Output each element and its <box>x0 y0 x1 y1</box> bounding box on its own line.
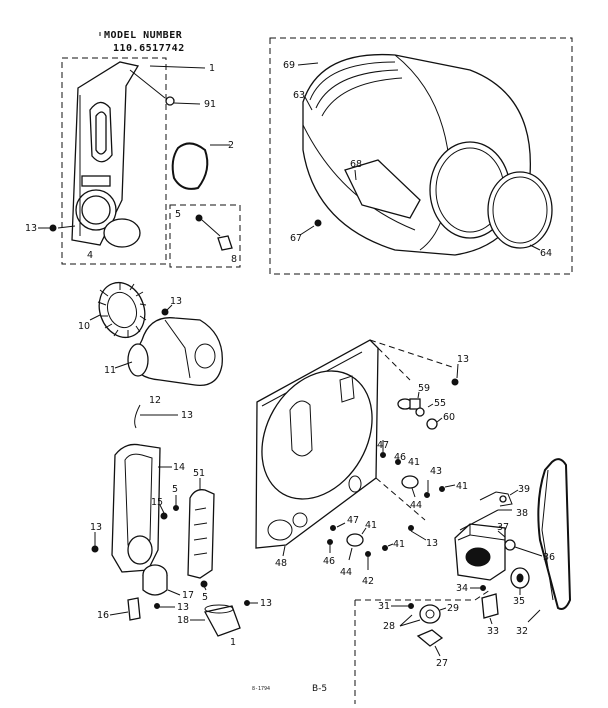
rear-panel <box>71 61 140 246</box>
thermostat-60 <box>426 418 438 430</box>
callout-label: 8 <box>231 254 237 265</box>
front-seal-64 <box>487 171 553 249</box>
callout-label: 16 <box>97 610 109 621</box>
baffle-68 <box>344 159 421 219</box>
callout-label: 47 <box>377 440 389 451</box>
rear-panel-group-box <box>61 57 167 265</box>
callout-label: 46 <box>394 452 406 463</box>
callout-label: 5 <box>175 209 181 220</box>
footer-code: 8-1794 <box>252 686 270 692</box>
callout-label: 55 <box>434 398 446 409</box>
callout-label: 39 <box>518 484 530 495</box>
spring-12 <box>134 404 141 429</box>
callout-label: 44 <box>410 500 422 511</box>
callout-label: 13 <box>181 410 193 421</box>
bracket-33 <box>481 593 499 619</box>
clip-8 <box>217 235 233 251</box>
drum-group-box <box>269 37 573 275</box>
callout-label: 38 <box>516 508 528 519</box>
callout-label: 63 <box>293 90 305 101</box>
callout-label: 68 <box>350 159 362 170</box>
callout-label: 17 <box>182 590 194 601</box>
callout-label: 1 <box>209 63 215 74</box>
callout-label: 13 <box>177 602 189 613</box>
fastener-group-box <box>169 204 241 268</box>
callout-label: 43 <box>430 466 442 477</box>
callout-label: 11 <box>104 365 116 376</box>
callout-label: 1 <box>230 637 236 648</box>
pulley-35 <box>510 567 530 589</box>
seal-gasket <box>171 142 209 190</box>
callout-label: 13 <box>90 522 102 533</box>
thermostat-59 <box>397 398 421 410</box>
callout-label: 60 <box>443 412 455 423</box>
callout-label: 10 <box>78 321 90 332</box>
blower-wheel <box>97 281 147 339</box>
callout-label: 47 <box>347 515 359 526</box>
callout-label: 41 <box>393 539 405 550</box>
callout-label: 32 <box>516 626 528 637</box>
screw-13a <box>49 224 57 232</box>
screw-5 <box>195 214 203 222</box>
callout-label: 29 <box>447 603 459 614</box>
callout-label: 13 <box>260 598 272 609</box>
model-number-title: MODEL NUMBER <box>104 30 183 41</box>
callout-label: 33 <box>487 626 499 637</box>
callout-label: 91 <box>204 99 216 110</box>
callout-label: 5 <box>202 592 208 603</box>
callout-label: 41 <box>456 481 468 492</box>
callout-label: 28 <box>383 621 395 632</box>
callout-label: 69 <box>283 60 295 71</box>
model-number-value: 110.6517742 <box>113 43 185 54</box>
callout-label: 46 <box>323 556 335 567</box>
idler-assembly-39 <box>479 491 513 507</box>
callout-label: 35 <box>513 596 525 607</box>
access-panel-51 <box>187 489 215 579</box>
drive-belt-32 <box>537 458 572 610</box>
callout-label: 13 <box>457 354 469 365</box>
callout-label: 51 <box>193 468 205 479</box>
callout-label: 36 <box>543 552 555 563</box>
callout-label: 44 <box>340 567 352 578</box>
exhaust-duct-14 <box>111 443 161 573</box>
callout-label: 13 <box>25 223 37 234</box>
idler-pulley-29 <box>419 604 441 624</box>
callout-label: 5 <box>172 484 178 495</box>
callout-label: 13 <box>170 296 182 307</box>
callout-label: 13 <box>426 538 438 549</box>
callout-label: 48 <box>275 558 287 569</box>
screw-91 <box>165 96 175 106</box>
callout-label: 64 <box>540 248 552 259</box>
filter-disc <box>103 218 141 248</box>
callout-label: 12 <box>149 395 161 406</box>
callout-label: 18 <box>177 615 189 626</box>
clip-16 <box>127 597 141 621</box>
callout-label: 34 <box>456 583 468 594</box>
motor-38 <box>454 523 506 581</box>
blower-housing <box>127 317 223 386</box>
callout-label: 15 <box>151 497 163 508</box>
callout-label: 41 <box>365 520 377 531</box>
callout-label: 42 <box>362 576 374 587</box>
callout-label: 4 <box>87 250 93 261</box>
callout-label: 27 <box>436 658 448 669</box>
idler-arm-27 <box>416 629 444 647</box>
callout-label: 2 <box>228 140 234 151</box>
callout-label: 37 <box>497 522 509 533</box>
footer-page: B-5 <box>312 684 327 694</box>
callout-label: 59 <box>418 383 430 394</box>
callout-label: 41 <box>408 457 420 468</box>
bulkhead-48 <box>255 339 379 549</box>
cup-18 <box>204 604 241 637</box>
cap-17 <box>142 564 168 596</box>
screw-67 <box>314 219 322 227</box>
callout-label: 31 <box>378 601 390 612</box>
callout-label: 14 <box>173 462 185 473</box>
callout-label: 67 <box>290 233 302 244</box>
